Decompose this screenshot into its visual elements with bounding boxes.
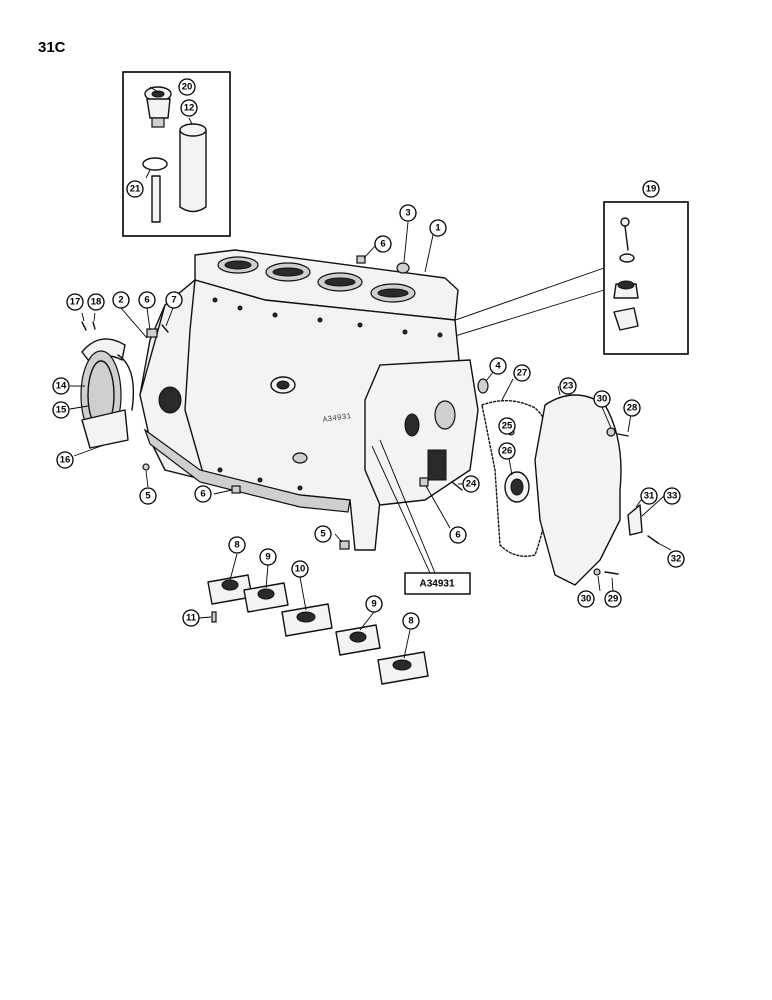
callout-32: 32 — [667, 550, 685, 568]
svg-text:6: 6 — [380, 239, 385, 250]
svg-text:30: 30 — [597, 394, 608, 405]
callout-19: 19 — [642, 180, 660, 198]
svg-text:25: 25 — [502, 421, 513, 432]
svg-text:3: 3 — [405, 208, 410, 219]
callout-28: 28 — [623, 399, 641, 417]
callout-21: 21 — [126, 180, 144, 198]
callout-25: 25 — [498, 417, 516, 435]
svg-text:1: 1 — [435, 223, 441, 234]
callout-18: 18 — [87, 293, 105, 311]
svg-text:27: 27 — [517, 368, 528, 379]
callout-20: 20 — [178, 78, 196, 96]
casting-stamp: A34931 — [322, 412, 352, 425]
svg-text:10: 10 — [295, 564, 306, 575]
callout-33: 33 — [663, 487, 681, 505]
callout-7: 7 — [165, 291, 183, 309]
callout-15: 15 — [52, 401, 70, 419]
svg-text:24: 24 — [466, 479, 477, 490]
cylinder-sleeve — [179, 123, 207, 213]
callout-31: 31 — [640, 487, 658, 505]
callout-1: 1 — [429, 219, 447, 237]
svg-text:30: 30 — [581, 594, 592, 605]
callout-24: 24 — [462, 475, 480, 493]
svg-text:4: 4 — [495, 361, 501, 372]
rear-seal-retainer — [80, 338, 135, 449]
svg-text:5: 5 — [145, 491, 151, 502]
callout-8-left: 8 — [228, 536, 246, 554]
svg-text:14: 14 — [56, 381, 67, 392]
svg-text:18: 18 — [91, 297, 102, 308]
o-ring — [142, 157, 168, 171]
callout-17: 17 — [66, 293, 84, 311]
callout-6-top: 6 — [374, 235, 392, 253]
callout-12: 12 — [180, 99, 198, 117]
oil-filler-cap — [144, 86, 172, 128]
svg-text:6: 6 — [144, 295, 149, 306]
pressure-sender — [613, 217, 639, 331]
main-bearing-caps — [207, 574, 429, 685]
svg-text:26: 26 — [502, 446, 513, 457]
svg-text:12: 12 — [184, 103, 195, 114]
svg-text:11: 11 — [186, 613, 197, 624]
svg-text:5: 5 — [320, 529, 326, 540]
breather-tube — [151, 175, 161, 223]
inset-sleeve-box — [122, 71, 231, 237]
svg-text:6: 6 — [200, 489, 205, 500]
callout-30-top: 30 — [593, 390, 611, 408]
cylinder-block: A34931 — [139, 249, 479, 551]
svg-text:16: 16 — [60, 455, 71, 466]
part-number-label: A34931 — [419, 579, 454, 590]
part-number-box: A34931 — [404, 572, 471, 595]
callout-3: 3 — [399, 204, 417, 222]
callout-5-bottom: 5 — [314, 525, 332, 543]
callout-16: 16 — [56, 451, 74, 469]
svg-text:19: 19 — [646, 184, 657, 195]
callout-4: 4 — [489, 357, 507, 375]
callout-10: 10 — [291, 560, 309, 578]
timing-cover — [504, 394, 622, 586]
callout-2: 2 — [112, 291, 130, 309]
svg-text:2: 2 — [118, 295, 123, 306]
svg-text:17: 17 — [70, 297, 81, 308]
inset-sender-box — [289, 201, 689, 385]
svg-text:32: 32 — [671, 554, 682, 565]
svg-text:7: 7 — [171, 295, 176, 306]
callout-26: 26 — [498, 442, 516, 460]
svg-text:31: 31 — [644, 491, 655, 502]
svg-text:9: 9 — [371, 599, 376, 610]
svg-text:9: 9 — [265, 552, 270, 563]
svg-text:29: 29 — [608, 594, 619, 605]
callout-6-front: 6 — [449, 526, 467, 544]
svg-text:6: 6 — [455, 530, 460, 541]
callout-5-left: 5 — [139, 487, 157, 505]
svg-text:33: 33 — [667, 491, 678, 502]
callout-23: 23 — [559, 377, 577, 395]
svg-text:20: 20 — [182, 82, 193, 93]
svg-text:8: 8 — [234, 540, 239, 551]
callout-27: 27 — [513, 364, 531, 382]
callout-8-right: 8 — [402, 612, 420, 630]
svg-text:8: 8 — [408, 616, 413, 627]
callout-11: 11 — [182, 609, 200, 627]
callout-14: 14 — [52, 377, 70, 395]
callout-9-right: 9 — [365, 595, 383, 613]
callout-29: 29 — [604, 590, 622, 608]
page-number: 31C — [38, 39, 66, 56]
callout-6-rail: 6 — [194, 485, 212, 503]
svg-text:15: 15 — [56, 405, 67, 416]
callout-6-rear: 6 — [138, 291, 156, 309]
svg-text:23: 23 — [563, 381, 574, 392]
callout-30-bottom: 30 — [577, 590, 595, 608]
svg-text:28: 28 — [627, 403, 638, 414]
svg-text:21: 21 — [130, 184, 141, 195]
callout-9-left: 9 — [259, 548, 277, 566]
